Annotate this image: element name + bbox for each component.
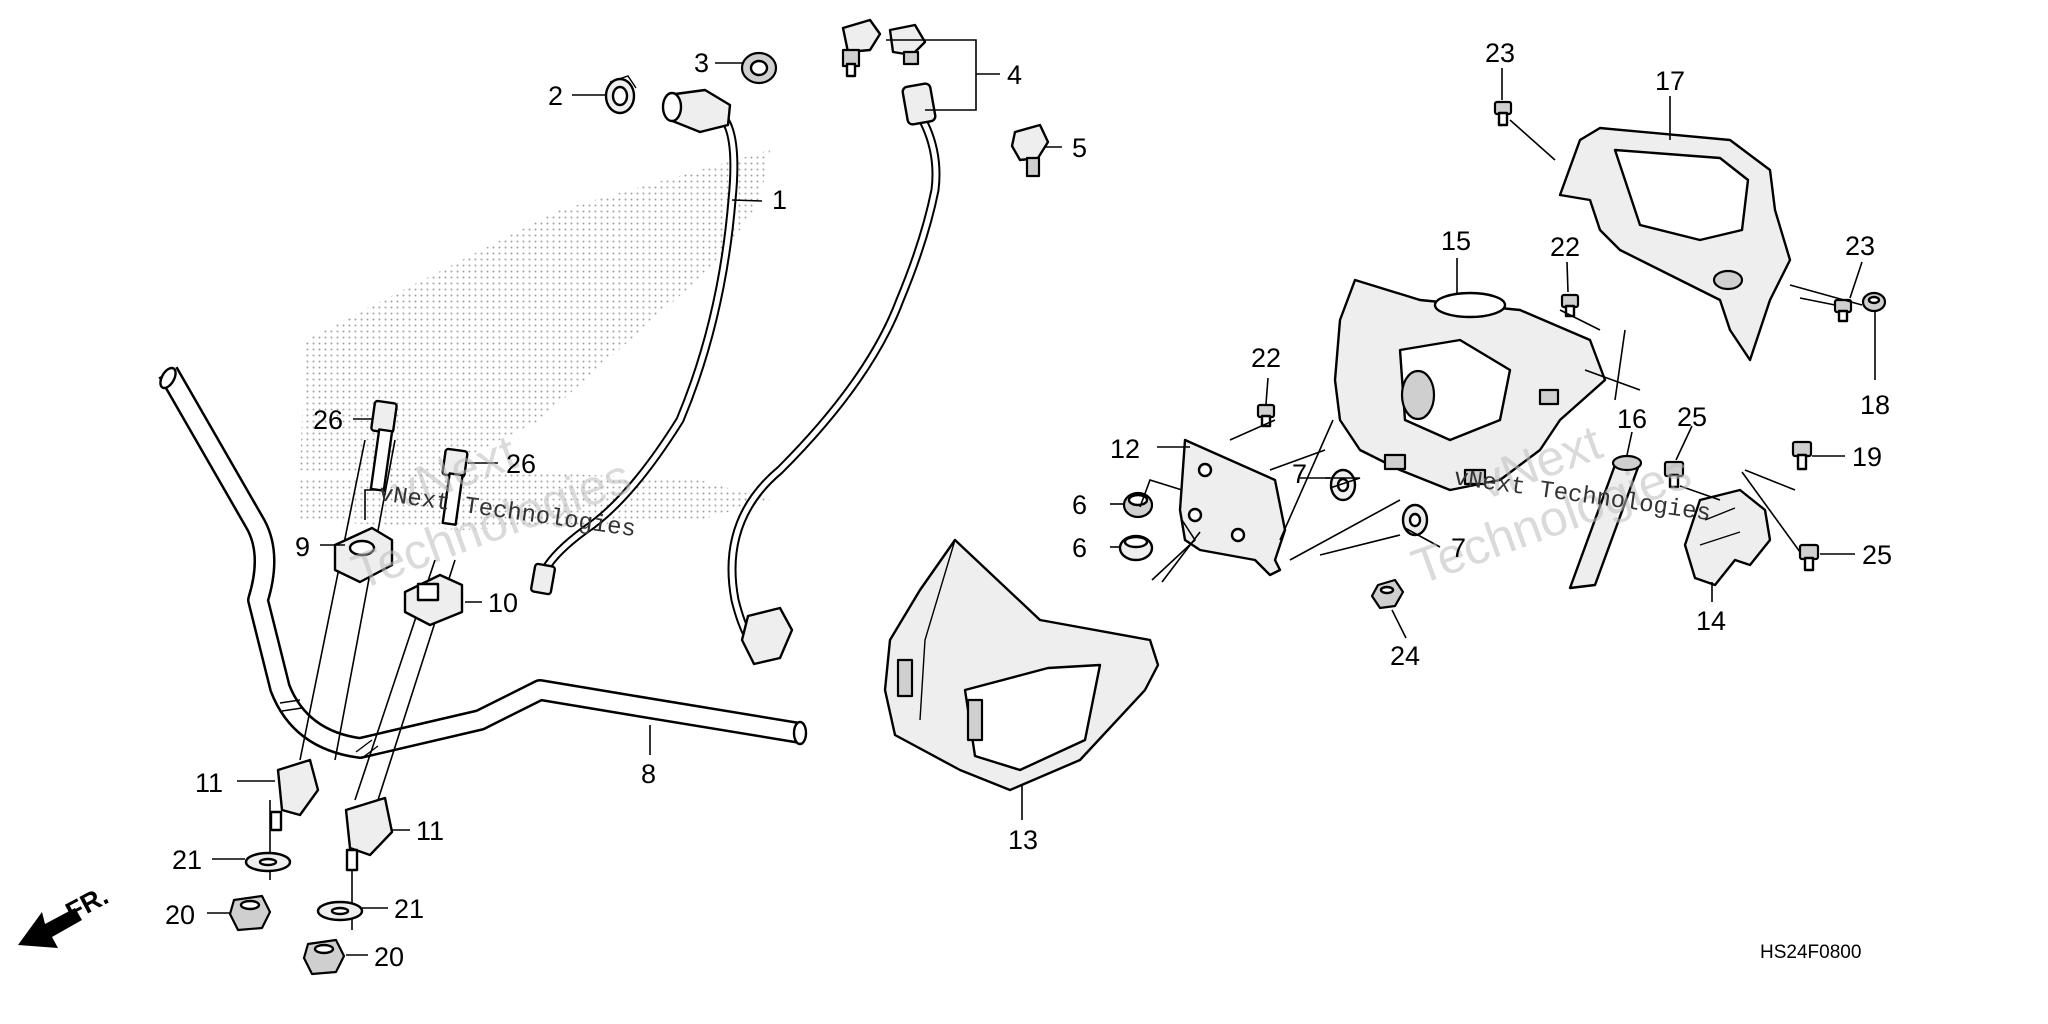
grommet-part-18 (1861, 291, 1887, 313)
bolt-part-22a (1256, 403, 1276, 428)
cover-part-17 (1558, 126, 1792, 362)
callout-2: 2 (548, 81, 563, 111)
washer-part-21b (316, 900, 364, 922)
callout-11a: 11 (195, 768, 223, 798)
callout-11b: 11 (416, 816, 444, 846)
callout-15: 15 (1441, 226, 1471, 256)
callout-20a: 20 (165, 900, 195, 930)
callout-20b: 20 (374, 942, 404, 972)
callout-25b: 25 (1862, 540, 1892, 570)
callout-25a: 25 (1677, 402, 1707, 432)
callout-22b: 22 (1550, 232, 1580, 262)
bolt-part-25a (1663, 460, 1685, 489)
bolt-part-26 (369, 399, 469, 526)
holder-part-9 (333, 526, 394, 584)
callout-12: 12 (1110, 434, 1140, 464)
holder-part-11a (269, 758, 320, 832)
stipple-shadow (300, 470, 770, 530)
guard-part-14 (1683, 488, 1772, 587)
handlebar-part-8 (158, 366, 808, 759)
callout-1: 1 (772, 185, 787, 215)
callout-7b: 7 (1451, 533, 1466, 563)
housing-part-15 (1333, 278, 1607, 492)
callout-21b: 21 (394, 894, 424, 924)
callout-26a: 26 (313, 405, 343, 435)
washer-part-21a (244, 851, 292, 873)
callout-5: 5 (1072, 133, 1087, 163)
rubber-part-6b (1118, 534, 1154, 562)
screw-part-23a (1493, 100, 1513, 127)
callout-labels: 1 2 3 4 5 6 6 7 7 8 9 10 11 11 12 13 14 … (165, 38, 1892, 972)
socket-ring-part-3 (740, 51, 778, 85)
callout-16: 16 (1617, 404, 1647, 434)
grommet-part-7b (1401, 503, 1429, 537)
grommet-part-7a (1329, 468, 1357, 502)
guide-lines-right (1229, 119, 1863, 561)
callout-18: 18 (1860, 390, 1890, 420)
holder-part-10 (403, 573, 464, 627)
callout-6b: 6 (1072, 533, 1087, 563)
callout-19: 19 (1852, 442, 1882, 472)
stipple-shadow (300, 150, 770, 480)
cable-part-4 (727, 82, 941, 666)
callout-21a: 21 (172, 845, 202, 875)
bracket-part-12 (1178, 438, 1287, 577)
callout-8: 8 (641, 759, 656, 789)
bolt-part-19 (1791, 440, 1813, 471)
callout-13: 13 (1008, 825, 1038, 855)
callout-23b: 23 (1845, 231, 1875, 261)
bolt-part-22b (1560, 293, 1580, 318)
clip-part-5 (1010, 123, 1050, 178)
nut-part-20a (228, 894, 272, 932)
nut-part-20b (302, 938, 346, 976)
switch-part-4 (841, 18, 927, 78)
callout-9: 9 (295, 532, 310, 562)
screw-part-23b (1833, 298, 1853, 323)
callout-6a: 6 (1072, 490, 1087, 520)
rubber-part-6a (1122, 491, 1154, 519)
front-direction-arrow: FR. (18, 880, 113, 948)
callout-24: 24 (1390, 641, 1420, 671)
nut-part-24 (1370, 578, 1405, 610)
grip-part-16 (1568, 454, 1643, 590)
callout-3: 3 (694, 48, 709, 78)
socket-cap-part-2 (604, 75, 637, 115)
callout-7a: 7 (1292, 459, 1307, 489)
bolt-part-25b (1798, 543, 1820, 572)
callout-23a: 23 (1485, 38, 1515, 68)
callout-leaders (207, 39, 1876, 956)
cover-part-13 (883, 538, 1160, 792)
callout-17: 17 (1655, 66, 1685, 96)
callout-10: 10 (488, 588, 518, 618)
callout-4: 4 (1007, 60, 1022, 90)
callout-22a: 22 (1251, 343, 1281, 373)
callout-26b: 26 (506, 449, 536, 479)
diagram-code: HS24F0800 (1760, 942, 1861, 963)
callout-14: 14 (1696, 606, 1726, 636)
cable-part-1 (529, 88, 739, 596)
holder-part-11b (344, 796, 394, 872)
